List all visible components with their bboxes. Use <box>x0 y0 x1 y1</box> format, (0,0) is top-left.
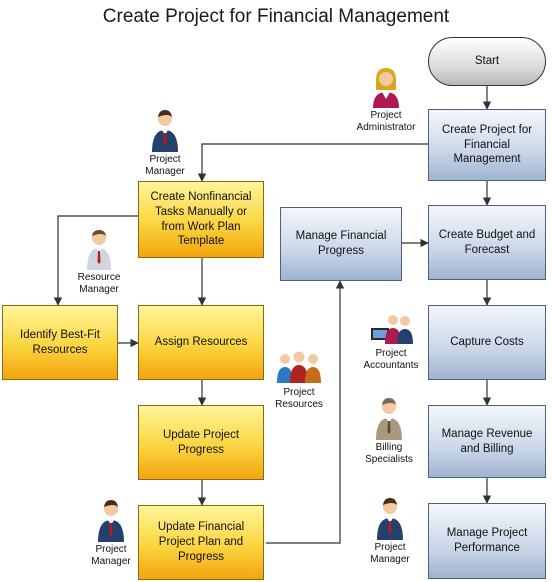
female-user-icon <box>373 68 399 108</box>
step-assign-resources[interactable]: Assign Resources <box>138 305 264 380</box>
actor-project-accountants: Project Accountants <box>356 312 426 372</box>
actor-project-manager-bottom-left: Project Manager <box>78 498 144 568</box>
business-user-icon <box>377 498 403 540</box>
page-title: Create Project for Financial Management <box>102 6 450 27</box>
step-identify-resources[interactable]: Identify Best-Fit Resources <box>2 305 118 380</box>
step-create-project[interactable]: Create Project for Financial Management <box>428 109 546 181</box>
step-update-financial-plan[interactable]: Update Financial Project Plan and Progre… <box>138 505 264 580</box>
actor-project-manager-top: Project Manager <box>130 108 200 178</box>
step-create-budget[interactable]: Create Budget and Forecast <box>428 205 546 280</box>
step-manage-project-performance[interactable]: Manage Project Performance <box>428 503 546 579</box>
step-capture-costs[interactable]: Capture Costs <box>428 305 546 380</box>
actor-project-manager-bottom-right: Project Manager <box>360 496 420 566</box>
actor-resource-manager: Resource Manager <box>62 228 136 296</box>
user-group-icon <box>277 351 321 383</box>
business-user-icon <box>98 500 124 542</box>
arrow-create-project-to-nonfinancial <box>197 143 430 182</box>
step-manage-financial-progress[interactable]: Manage Financial Progress <box>280 207 402 281</box>
start-label: Start <box>474 55 500 68</box>
actor-project-resources: Project Resources <box>264 349 334 411</box>
actor-billing-specialists: Billing Specialists <box>354 396 424 466</box>
step-update-project-progress[interactable]: Update Project Progress <box>138 405 264 480</box>
business-user-icon <box>87 230 111 270</box>
arrow-nonfinancial-to-identify <box>53 215 140 306</box>
start-node[interactable]: Start <box>428 37 546 86</box>
actor-project-administrator: Project Administrator <box>346 66 426 134</box>
step-create-nonfinancial-tasks[interactable]: Create Nonfinancial Tasks Manually or fr… <box>138 181 264 258</box>
business-user-icon <box>152 110 178 152</box>
arrow-financial-plan-to-manage-progress <box>266 280 345 544</box>
step-manage-revenue-billing[interactable]: Manage Revenue and Billing <box>428 405 546 478</box>
accountant-group-icon <box>371 315 413 344</box>
business-user-icon <box>376 398 402 440</box>
